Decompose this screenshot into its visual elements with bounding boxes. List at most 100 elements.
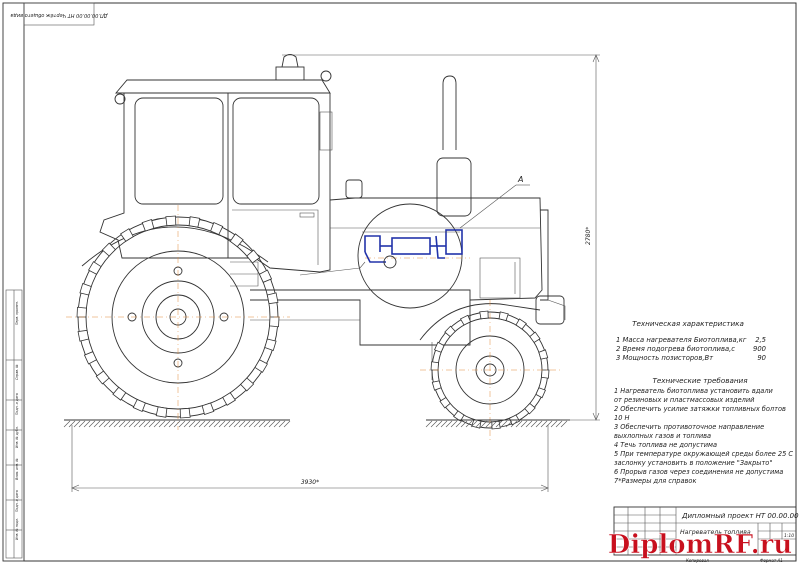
ground-hatch-line	[445, 420, 453, 428]
req-line-10: 7*Размеры для справок	[614, 477, 696, 485]
req-line-0: 1 Нагреватель биотоплива установить вдал…	[614, 387, 774, 395]
ground-hatch-line	[153, 420, 161, 428]
ground-hatch-line	[83, 420, 91, 428]
tire-lug	[246, 249, 261, 264]
ground-hatch-line	[223, 420, 231, 428]
callout-label: A	[517, 175, 523, 184]
ground-hatch	[63, 419, 570, 428]
ground-hatch-line	[560, 420, 568, 428]
title-block-format: Формат A1	[760, 558, 783, 563]
ground-hatch-line	[168, 420, 176, 428]
ground-hatch-line	[88, 420, 96, 428]
title-block-scale: 1:10	[784, 533, 794, 539]
ground-hatch-line	[123, 420, 131, 428]
tire-lug	[141, 219, 155, 232]
engine-block	[357, 203, 463, 309]
ground-hatch-line	[63, 420, 71, 428]
spec-1-label: 1 Масса нагревателя Биотоплива,кг	[616, 336, 747, 344]
tire-lug	[444, 325, 456, 338]
specs-title: Техническая характеристика	[632, 319, 744, 328]
tire-lug	[541, 369, 550, 379]
air-filter	[436, 157, 472, 217]
watermark: DiplomRF.ru	[608, 530, 793, 560]
ground-hatch-line	[460, 420, 468, 428]
ground-hatch-line	[278, 420, 286, 428]
tire-lug	[83, 351, 98, 365]
length-dimension-text: 3930*	[301, 479, 319, 486]
ground-hatch-line	[263, 420, 271, 428]
top-stamp-box	[23, 2, 95, 26]
ground-hatch-line	[243, 420, 251, 428]
ground-hatch-line	[530, 420, 538, 428]
tire-lug	[155, 406, 168, 418]
ground-hatch-line	[268, 420, 276, 428]
ground-hatch-line	[500, 420, 508, 428]
tire-lug	[498, 311, 509, 322]
fuel-heater-assembly	[362, 229, 463, 269]
ground-hatch-line	[440, 420, 448, 428]
ground-hatch-line	[520, 420, 528, 428]
tire-lug	[120, 228, 134, 242]
ground-hatch-line	[208, 420, 216, 428]
ground-hatch-line	[163, 420, 171, 428]
ground-hatch-line	[128, 420, 136, 428]
tire-lug	[76, 306, 87, 318]
ground-hatch-line	[485, 420, 493, 428]
tire-lug	[240, 377, 255, 392]
tire-lug	[439, 397, 451, 409]
ground-hatch-line	[108, 420, 116, 428]
dimension-length: 3930*	[71, 425, 549, 492]
tire-lug	[101, 242, 116, 257]
ground-hatch-line	[258, 420, 266, 428]
ground-hatch-line	[183, 420, 191, 428]
side-label-4: Подп. и дата	[15, 393, 19, 415]
tire-lug	[431, 380, 442, 391]
spec-2-value: 900	[753, 345, 766, 353]
ground-hatch-line	[148, 420, 156, 428]
hood	[329, 197, 543, 301]
ground-hatch-line	[238, 420, 246, 428]
req-line-1: от резиновых и пластмассовых изделий	[614, 396, 755, 404]
req-line-2: 2 Обеспечить усилие затяжки топливных бо…	[614, 405, 786, 413]
spec-3-label: 3 Мощность позисторов,Вт	[616, 354, 714, 362]
ground-hatch-line	[480, 420, 488, 428]
top-stamp-text: ДП.00.00.00 НТ Чертёж общего вида	[10, 12, 108, 18]
ground-hatch-line	[98, 420, 106, 428]
left-margin-strip: Инв. № подл. Подп. и дата Взам. инв. № И…	[5, 289, 23, 559]
height-dimension-text: 2780*	[585, 227, 592, 245]
ground-hatch-line	[203, 420, 211, 428]
ground-hatch-line	[93, 420, 101, 428]
ground-hatch-line	[213, 420, 221, 428]
ground-hatch-line	[233, 420, 241, 428]
side-label-5: Справ. №	[15, 364, 19, 380]
tire-lug	[434, 341, 445, 353]
tire-lug	[430, 361, 439, 371]
req-line-5: выхлопных газов и топлива	[614, 432, 711, 440]
ground-hatch-line	[555, 420, 563, 428]
ground-hatch-line	[138, 420, 146, 428]
title-block: Дипломный проект НТ 00.00.00 СБ Нагреват…	[613, 506, 800, 563]
tire-lug	[459, 314, 472, 326]
spec-1-value: 2,5	[755, 336, 766, 344]
ground-hatch-line	[178, 420, 186, 428]
tire-lug	[188, 216, 201, 228]
title-block-copied: Копировал	[686, 558, 709, 563]
tire-lug	[491, 420, 501, 430]
cab-body	[99, 93, 331, 273]
ground-hatch-line	[253, 420, 261, 428]
ground-hatch-line	[198, 420, 206, 428]
tech-specs: Техническая характеристика 1 Масса нагре…	[616, 319, 766, 362]
req-line-8: заслонку установить в положение "Закрыто…	[614, 459, 772, 467]
ground-hatch-line	[540, 420, 548, 428]
ground-hatch-line	[535, 420, 543, 428]
tire-lug	[95, 370, 110, 385]
side-label-1: Подп. и дата	[15, 490, 19, 512]
tire-lug	[264, 338, 277, 352]
tire-lug	[269, 316, 280, 328]
tire-lug	[210, 222, 224, 236]
tire-lug	[229, 233, 244, 248]
title-block-name: Нагреватель топлива	[680, 529, 751, 536]
ground-hatch-line	[450, 420, 458, 428]
